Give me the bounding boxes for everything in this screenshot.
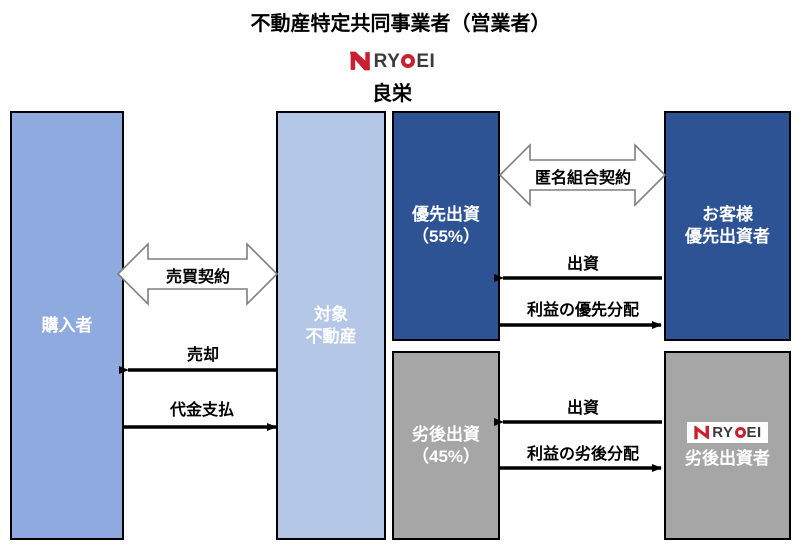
logo-word-part-2: EI (746, 423, 762, 441)
box-customer-line1: お客様 (702, 205, 753, 225)
box-senior-investment: 優先出資 （55%） (392, 111, 500, 341)
ryoei-logo-small: RY EI (687, 421, 768, 443)
arrow-label-sale: 売却 (186, 347, 219, 364)
arrow-label-profit-senior: 利益の優先分配 (526, 302, 639, 319)
box-subordinate-investor: RY EI 劣後出資者 (664, 351, 791, 540)
arrow-label-investment-junior: 出資 (566, 400, 599, 417)
arrow-label-sale-contract: 売買契約 (165, 269, 230, 286)
box-property-line1: 対象 (314, 304, 348, 324)
box-junior-line1: 劣後出資 (412, 424, 480, 444)
ryoei-logo: RY EI (336, 47, 448, 75)
ryoei-logo-wordmark: RY EI (712, 425, 761, 440)
ryoei-logo-mark-icon (694, 425, 710, 439)
box-buyer: 購入者 (10, 111, 124, 540)
box-junior-investment: 劣後出資 （45%） (392, 351, 500, 540)
arrow-label-silent-partnership: 匿名組合契約 (534, 170, 631, 187)
company-name-jp: 良栄 (372, 83, 412, 105)
box-senior-line2: （55%） (411, 227, 481, 246)
logo-o-icon (734, 426, 746, 438)
ryoei-logo-mark-icon (349, 51, 370, 71)
box-senior-line1: 優先出資 (412, 205, 480, 225)
logo-word-part-2: EI (416, 50, 436, 72)
box-customer-line2: 優先出資者 (685, 227, 770, 246)
logo-o-icon (401, 54, 416, 68)
logo-word-part-1: RY (373, 50, 401, 72)
ryoei-logo-wordmark: RY EI (374, 52, 436, 71)
logo-word-part-1: RY (712, 423, 734, 441)
arrow-label-profit-junior: 利益の劣後分配 (526, 446, 639, 463)
box-buyer-label: 購入者 (41, 315, 93, 335)
box-property-line2: 不動産 (305, 326, 357, 346)
arrow-label-investment-senior: 出資 (566, 256, 599, 273)
arrow-label-payment: 代金支払 (169, 402, 234, 419)
box-junior-line2: （45%） (411, 446, 481, 466)
box-customer-senior-investor: お客様 優先出資者 (664, 111, 791, 341)
box-subordinate-investor-label: 劣後出資者 (685, 448, 770, 468)
page-title: 不動産特定共同事業者（営業者） (250, 13, 551, 35)
box-target-property: 対象 不動産 (276, 111, 386, 540)
